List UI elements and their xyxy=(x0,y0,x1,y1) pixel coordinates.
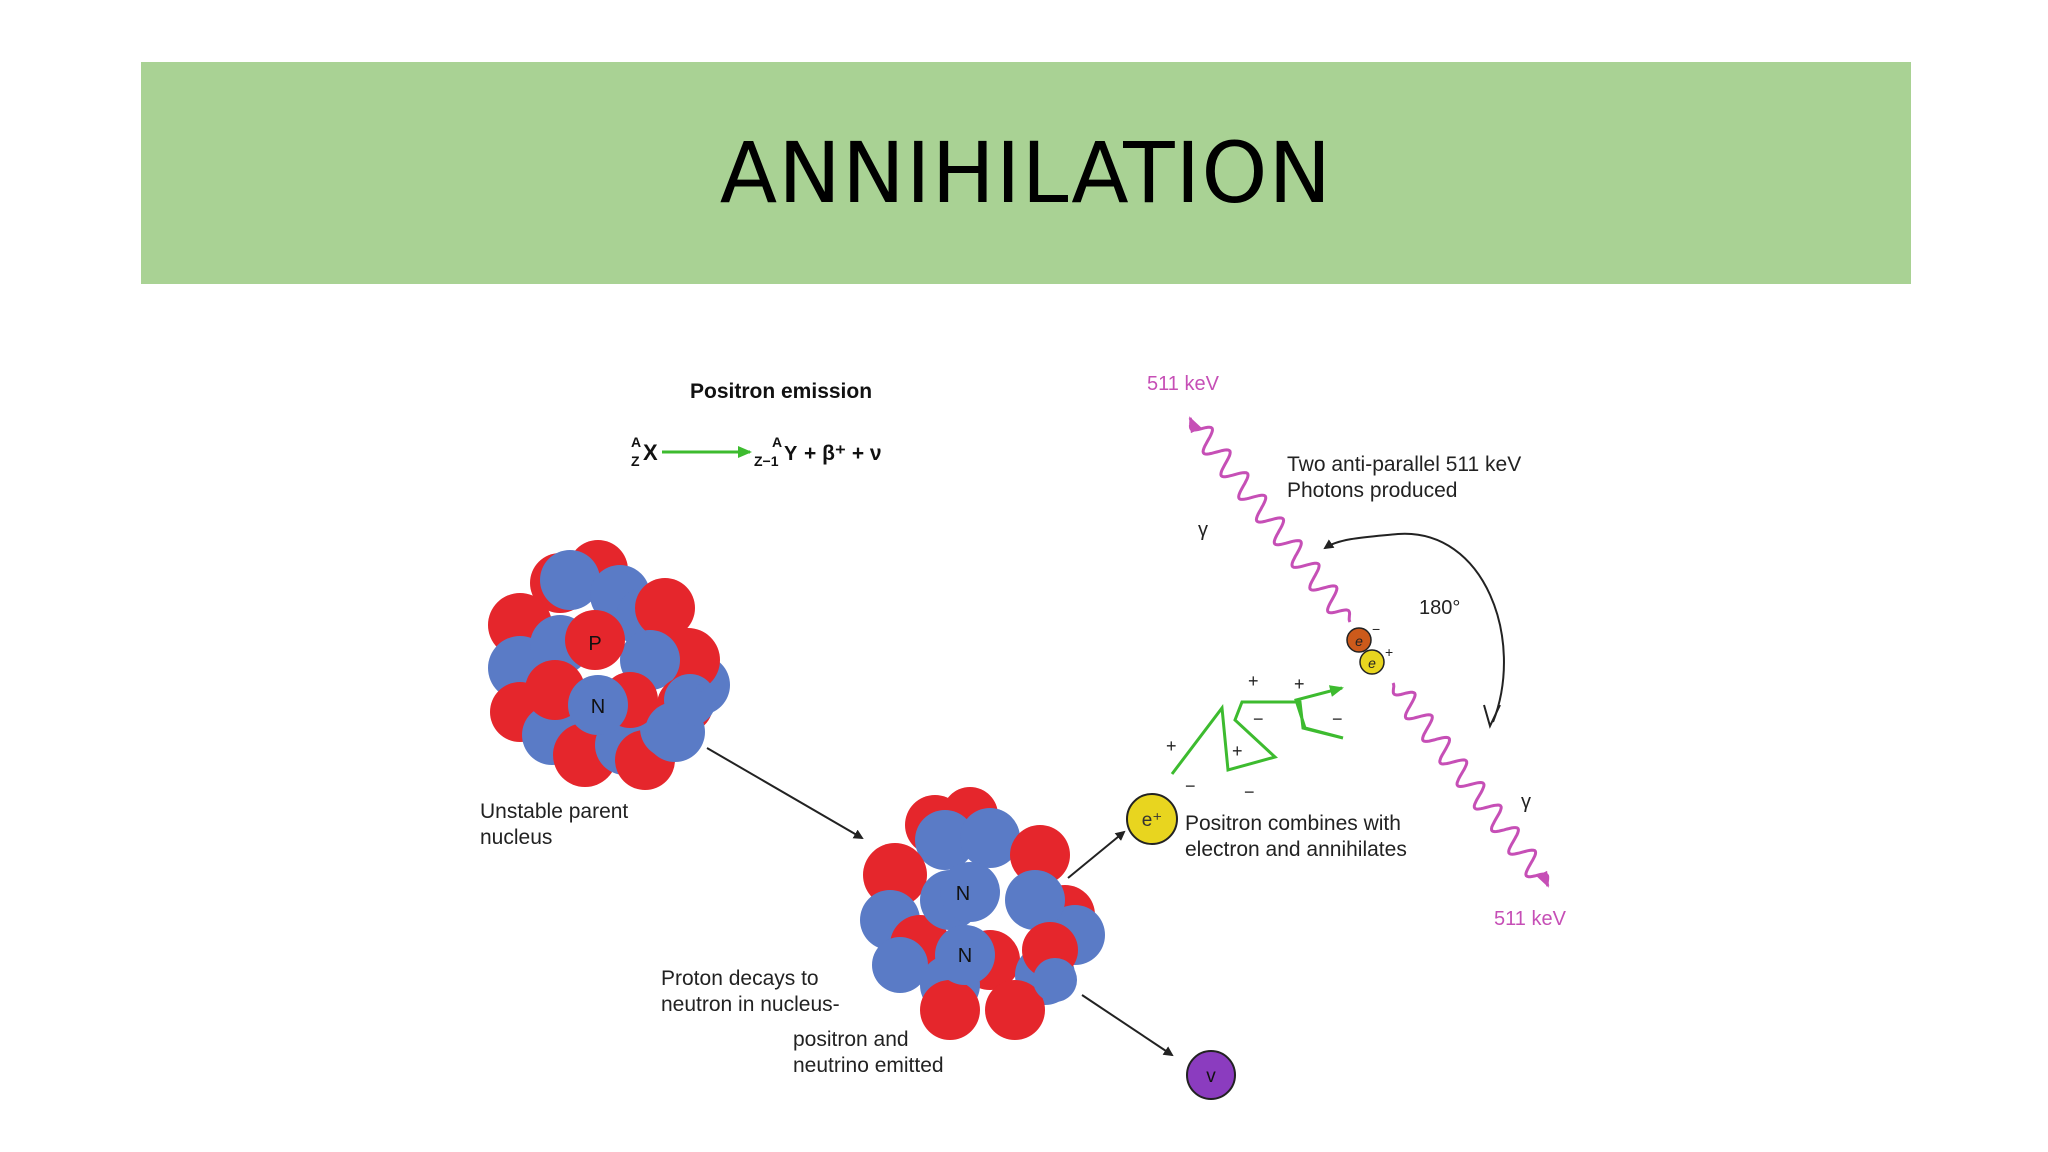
gamma-photon-lower xyxy=(1391,682,1550,888)
diagram-heading: Positron emission xyxy=(690,380,872,403)
electron-symbol: e xyxy=(1368,655,1376,671)
decay-label-line-3: positron and xyxy=(793,1028,909,1051)
combine-label-line-2: electron and annihilates xyxy=(1185,838,1407,861)
daughter-neutron-label-2: N xyxy=(958,945,972,967)
positron-emission-arrow xyxy=(1067,830,1126,879)
angle-label: 180° xyxy=(1419,597,1460,619)
charge-signs: + + + + − − − − xyxy=(1166,671,1343,802)
neutrino: v xyxy=(1186,1050,1236,1100)
neutrino-emission-arrow xyxy=(1081,994,1174,1057)
proton-label: P xyxy=(588,633,601,655)
minus-sign: − xyxy=(1332,709,1343,729)
daughter-atomic-number: Z−1 xyxy=(754,453,779,469)
positron-symbol: e⁺ xyxy=(1142,810,1163,831)
positron: e⁺ xyxy=(1126,793,1178,845)
photons-label-line-1: Two anti-parallel 511 keV xyxy=(1287,453,1521,476)
decay-label-line-2: neutron in nucleus- xyxy=(661,993,840,1016)
daughter-mass-number: A xyxy=(772,434,782,450)
parent-symbol: X xyxy=(643,440,658,465)
decay-products: + β⁺ + ν xyxy=(804,442,882,465)
energy-label-top: 511 keV xyxy=(1147,373,1220,395)
neutron-label: N xyxy=(591,696,605,718)
minus-sign: − xyxy=(1185,776,1196,796)
electron-symbol: e xyxy=(1355,633,1363,649)
neutrino-symbol: v xyxy=(1206,1066,1216,1087)
electron-positron-pair: e − e + xyxy=(1346,621,1393,675)
parent-label-line-2: nucleus xyxy=(480,826,552,849)
angle-arc-head xyxy=(1483,704,1501,729)
decay-label-line-4: neutrino emitted xyxy=(793,1054,944,1077)
angle-arc xyxy=(1323,532,1505,723)
minus-sign: − xyxy=(1372,621,1380,637)
gamma-label-upper: γ xyxy=(1198,519,1208,541)
daughter-symbol: Y xyxy=(784,443,798,465)
parent-nucleus: P N xyxy=(488,540,730,790)
daughter-nucleus: N N xyxy=(860,787,1105,1040)
plus-sign: + xyxy=(1385,644,1393,660)
energy-label-bottom: 511 keV xyxy=(1494,908,1567,930)
daughter-neutron-label-1: N xyxy=(956,883,970,905)
minus-sign: − xyxy=(1253,709,1264,729)
plus-sign: + xyxy=(1294,674,1305,694)
title-bar: ANNIHILATION xyxy=(141,62,1911,284)
parent-atomic-number: Z xyxy=(631,453,640,469)
positron-path xyxy=(1170,685,1344,775)
photons-label-line-2: Photons produced xyxy=(1287,479,1457,502)
slide-title: ANNIHILATION xyxy=(719,124,1333,222)
decay-equation: A Z X Z−1 A Y + β⁺ + ν xyxy=(631,434,882,469)
gamma-label-lower: γ xyxy=(1521,791,1531,813)
plus-sign: + xyxy=(1232,741,1243,761)
decay-arrow xyxy=(706,747,864,840)
minus-sign: − xyxy=(1244,782,1255,802)
decay-label-line-1: Proton decays to xyxy=(661,967,819,990)
gamma-photon-upper xyxy=(1188,416,1352,623)
parent-label-line-1: Unstable parent xyxy=(480,800,628,823)
plus-sign: + xyxy=(1248,671,1259,691)
parent-mass-number: A xyxy=(631,434,641,450)
combine-label-line-1: Positron combines with xyxy=(1185,812,1401,835)
plus-sign: + xyxy=(1166,736,1177,756)
